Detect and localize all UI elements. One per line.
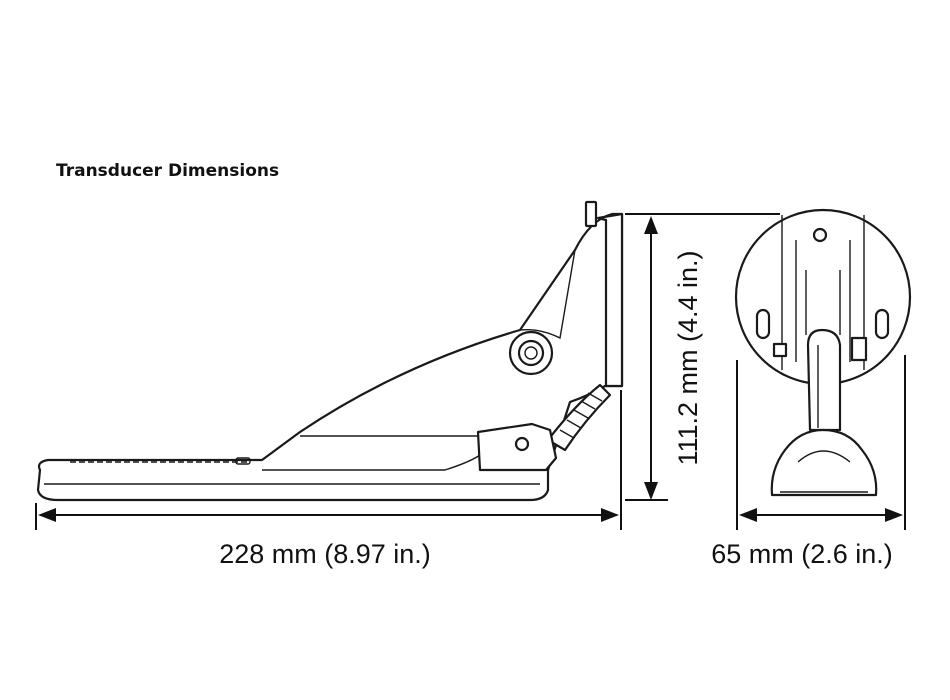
width-label: 65 mm (2.6 in.) bbox=[711, 539, 893, 569]
diagram-title: Transducer Dimensions bbox=[56, 161, 279, 181]
width-dimension-line bbox=[736, 355, 906, 530]
transducer-side-view bbox=[36, 200, 624, 502]
height-dimension-line bbox=[625, 213, 780, 501]
height-label: 111.2 mm (4.4 in.) bbox=[673, 250, 703, 465]
length-label: 228 mm (8.97 in.) bbox=[219, 539, 431, 569]
length-dimension-line bbox=[35, 390, 622, 530]
transducer-front-view bbox=[734, 208, 912, 497]
